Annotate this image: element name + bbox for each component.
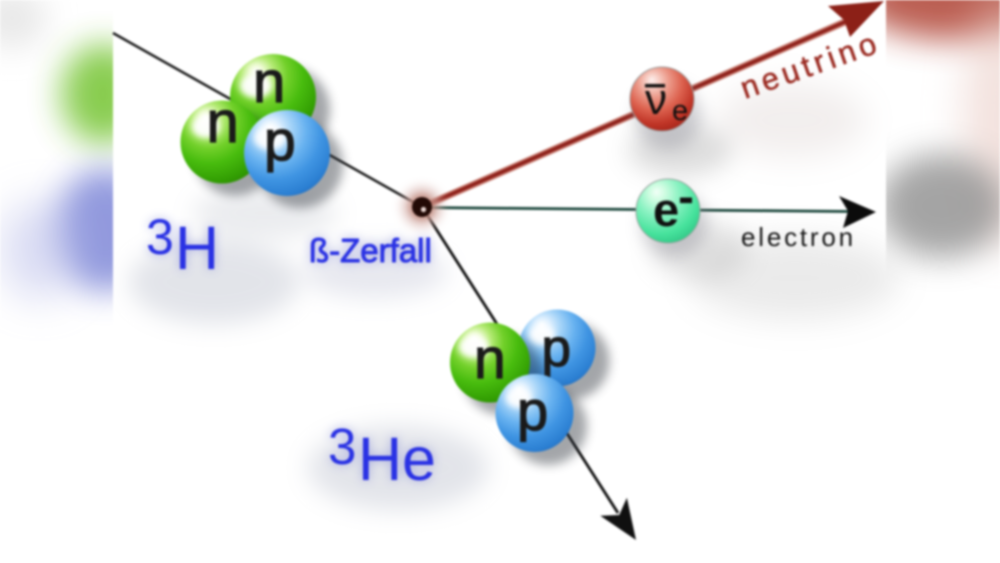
svg-text:electron: electron (741, 222, 856, 252)
svg-text:ν: ν (645, 75, 667, 124)
svg-text:p: p (264, 109, 296, 173)
svg-text:3: 3 (328, 418, 356, 475)
svg-text:H: H (175, 214, 219, 282)
svg-text:ß-Zerfall: ß-Zerfall (309, 232, 432, 269)
svg-text:3: 3 (146, 209, 174, 265)
svg-text:n: n (474, 327, 506, 391)
svg-text:e: e (653, 183, 679, 236)
svg-text:3: 3 (146, 209, 174, 265)
svg-text:ß-Zerfall: ß-Zerfall (309, 232, 432, 269)
svg-text:3: 3 (328, 418, 356, 475)
svg-text:He: He (358, 425, 436, 493)
svg-text:He: He (358, 425, 436, 493)
svg-text:H: H (175, 214, 219, 282)
svg-text:n: n (207, 90, 239, 155)
svg-text:p: p (517, 379, 548, 442)
svg-text:e: e (672, 95, 688, 127)
svg-text:p: p (542, 319, 571, 378)
svg-text:n: n (253, 50, 285, 115)
